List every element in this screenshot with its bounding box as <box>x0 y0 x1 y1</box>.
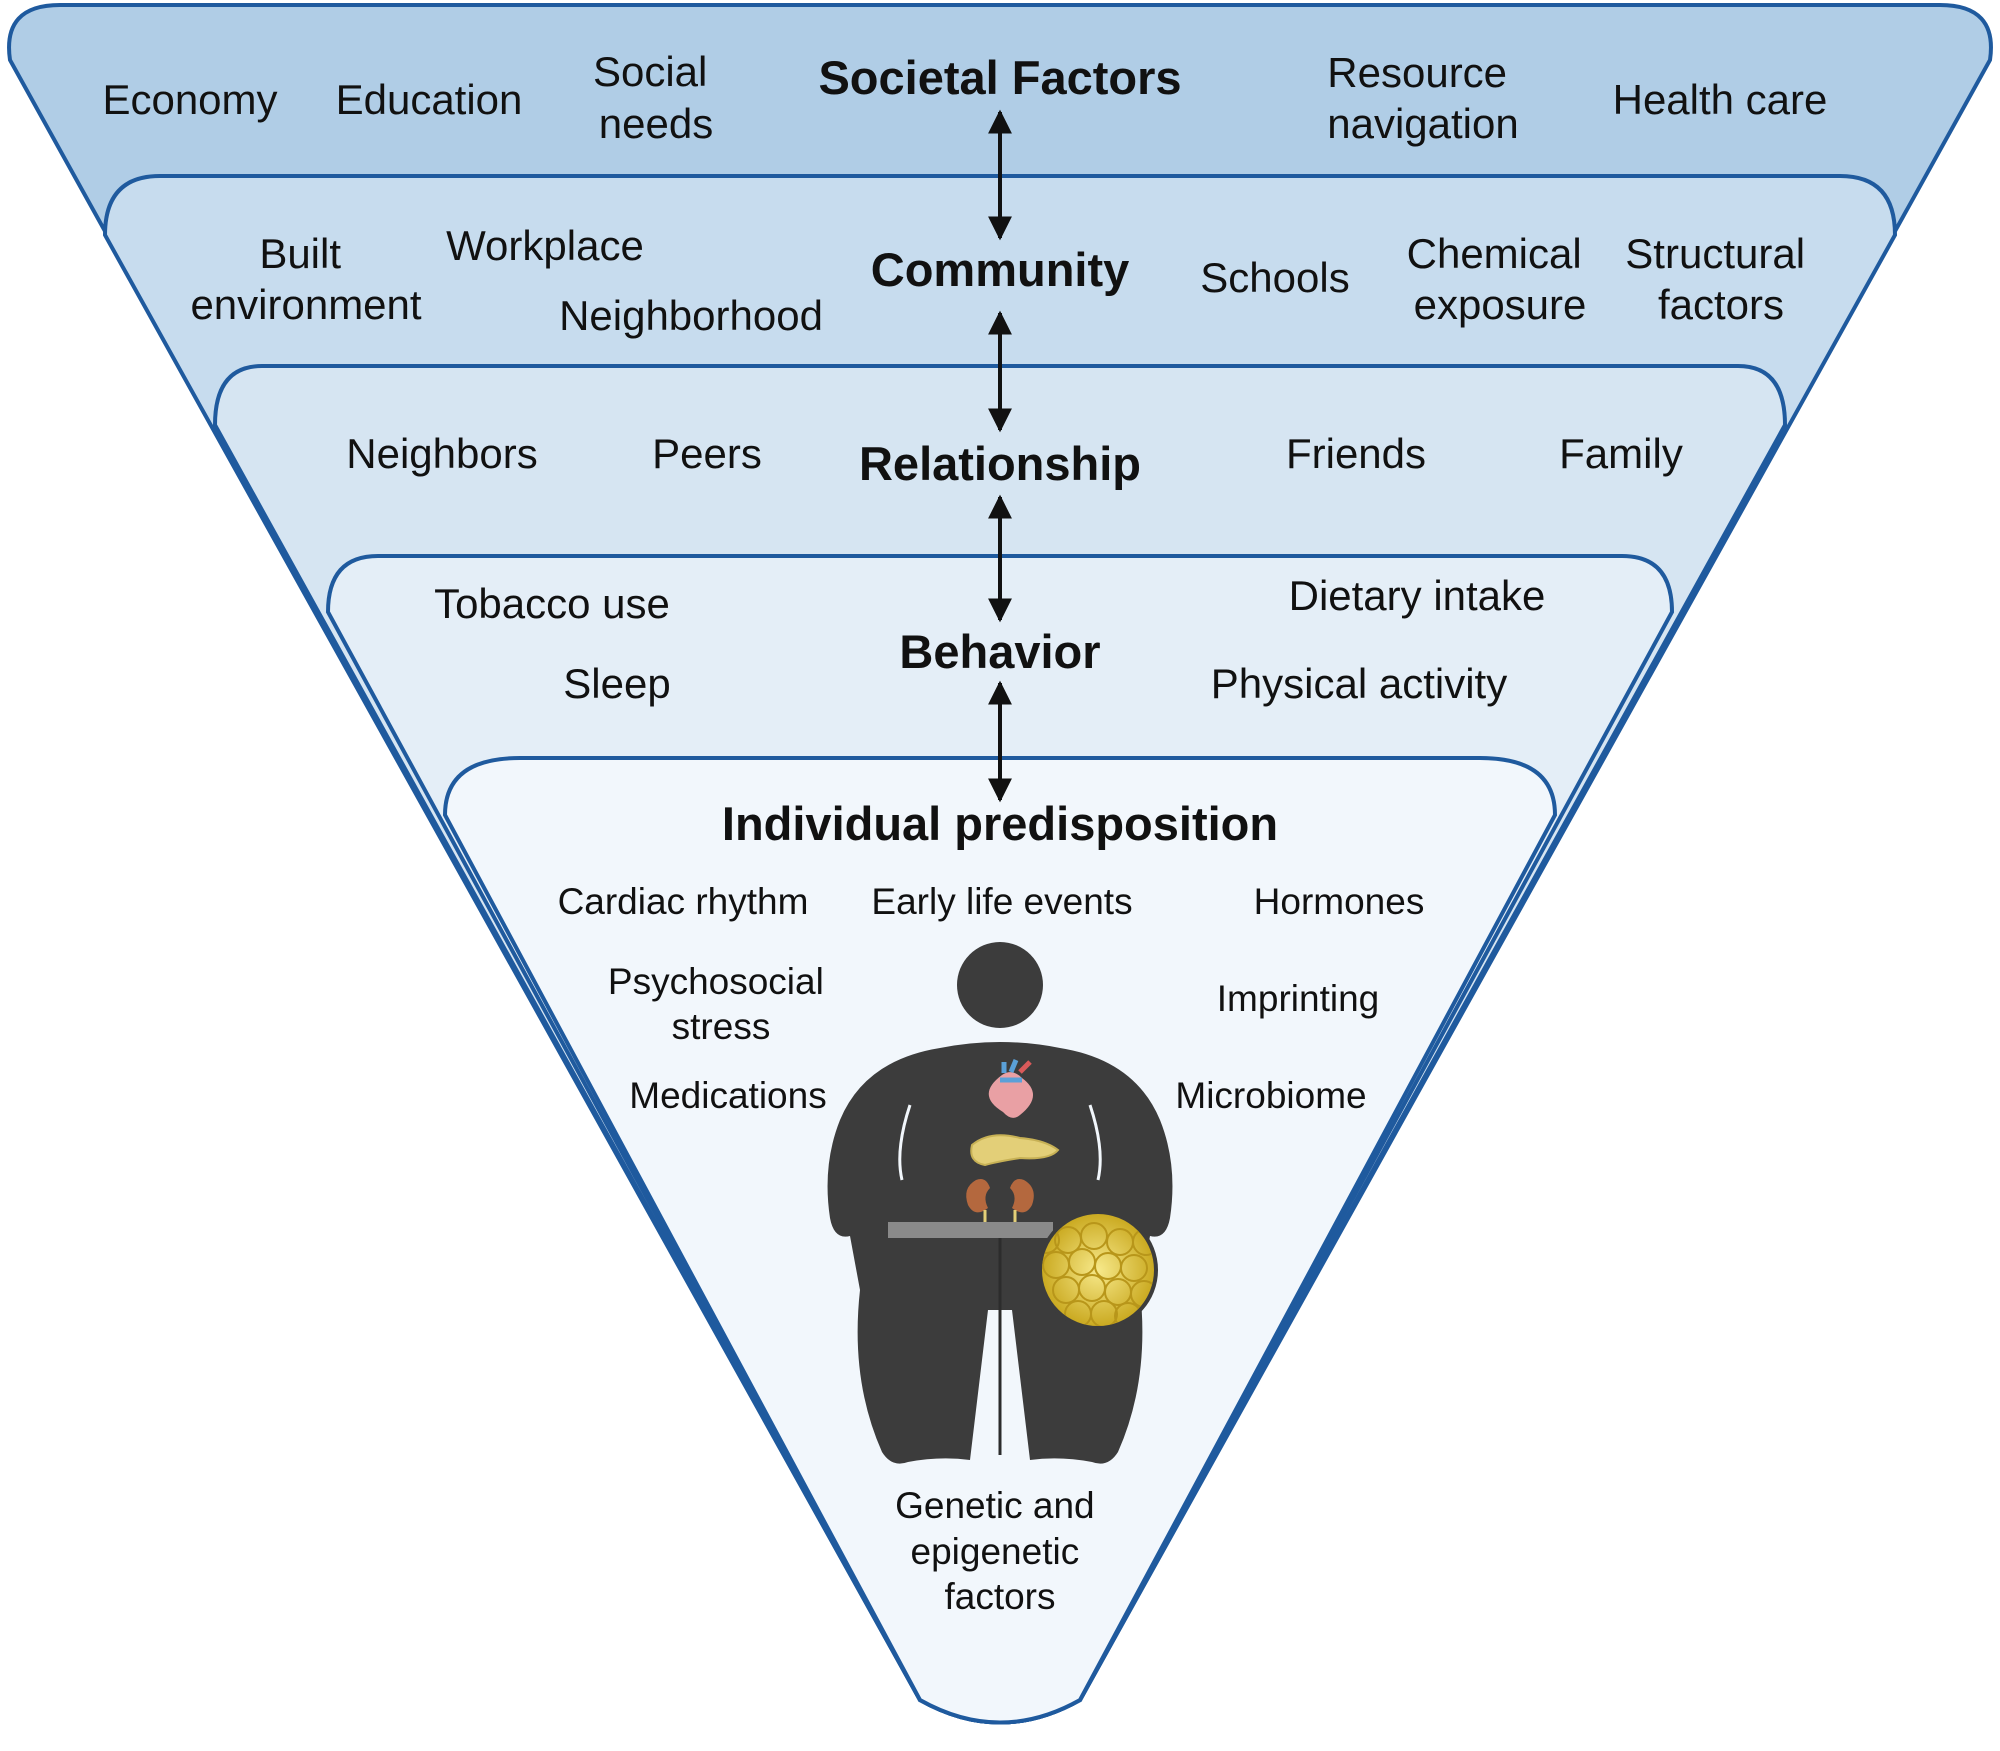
community-built-environment: Built environment <box>190 230 421 328</box>
community-schools: Schools <box>1200 254 1349 301</box>
right-arm-line <box>1088 1104 1102 1181</box>
left-arm-line <box>898 1104 912 1181</box>
kidney-icon <box>966 1179 1034 1222</box>
human-body-icon <box>827 942 1173 1464</box>
behavior-physical-activity: Physical activity <box>1211 660 1507 707</box>
societal-economy: Economy <box>102 76 277 123</box>
heart-icon <box>988 1059 1034 1118</box>
individual-title: Individual predisposition <box>722 797 1278 850</box>
societal-resource-navigation: Resource navigation <box>1327 49 1518 147</box>
community-structural-factors: Structural factors <box>1625 230 1816 328</box>
individual-hormones: Hormones <box>1254 881 1425 922</box>
community-chemical-exposure: Chemical exposure <box>1407 230 1594 328</box>
individual-psychosocial-stress: Psychosocial stress <box>608 961 834 1047</box>
head-shape <box>957 942 1043 1028</box>
behavior-tobacco-use: Tobacco use <box>434 580 670 627</box>
relationship-family: Family <box>1559 430 1683 477</box>
community-workplace: Workplace <box>446 222 644 269</box>
individual-medications: Medications <box>629 1075 826 1116</box>
behavior-dietary-intake: Dietary intake <box>1289 572 1546 619</box>
individual-cardiac-rhythm: Cardiac rhythm <box>558 881 809 922</box>
pancreas-icon <box>970 1134 1060 1167</box>
individual-imprinting: Imprinting <box>1217 978 1379 1019</box>
belt-band <box>888 1222 1053 1238</box>
individual-genetic-epigenetic: Genetic and epigenetic factors <box>895 1485 1105 1617</box>
societal-education: Education <box>336 76 523 123</box>
societal-title: Societal Factors <box>818 51 1181 104</box>
relationship-neighbors: Neighbors <box>346 430 537 477</box>
individual-early-life-events: Early life events <box>871 881 1132 922</box>
adipose-tissue-icon <box>1038 1210 1158 1330</box>
community-neighborhood: Neighborhood <box>559 292 823 339</box>
behavior-title: Behavior <box>899 625 1100 678</box>
societal-social-needs: Social needs <box>593 48 719 147</box>
individual-microbiome: Microbiome <box>1175 1075 1366 1116</box>
behavior-sleep: Sleep <box>563 660 670 707</box>
societal-health-care: Health care <box>1613 76 1828 123</box>
relationship-peers: Peers <box>652 430 762 477</box>
community-title: Community <box>871 243 1130 296</box>
relationship-friends: Friends <box>1286 430 1426 477</box>
relationship-title: Relationship <box>859 437 1141 490</box>
